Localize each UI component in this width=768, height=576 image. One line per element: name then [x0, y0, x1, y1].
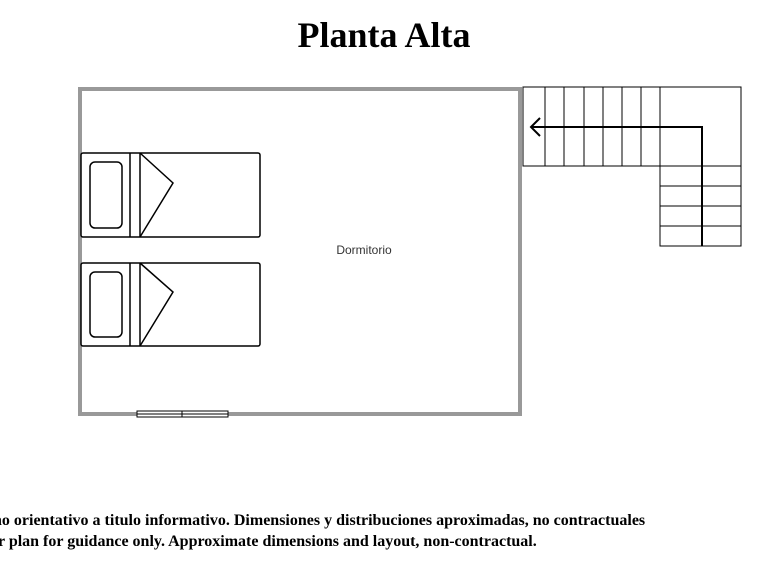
page-title: Planta Alta [297, 15, 471, 55]
single-bed-icon [80, 152, 261, 238]
disclaimer: no orientativo a titulo informativo. Dim… [0, 510, 768, 552]
staircase-icon [522, 86, 742, 247]
window-icon [136, 410, 229, 418]
room-walls [78, 87, 522, 416]
arrow-left-icon [529, 117, 703, 246]
disclaimer-line-en: r plan for guidance only. Approximate di… [0, 533, 537, 550]
disclaimer-line-es: no orientativo a titulo informativo. Dim… [0, 512, 646, 529]
single-bed-icon [80, 262, 261, 347]
room-label-dormitorio: Dormitorio [336, 243, 392, 257]
